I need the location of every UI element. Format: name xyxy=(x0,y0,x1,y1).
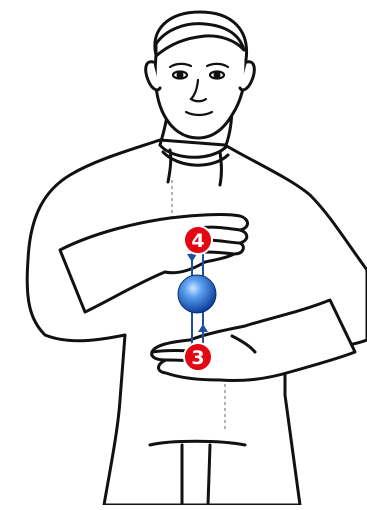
ball-icon xyxy=(178,275,216,313)
badge-upper-label: 4 xyxy=(191,230,204,252)
badge-upper: 4 xyxy=(184,226,212,254)
badge-lower: 3 xyxy=(184,343,212,371)
badge-lower-label: 3 xyxy=(191,347,204,369)
head xyxy=(146,12,255,138)
